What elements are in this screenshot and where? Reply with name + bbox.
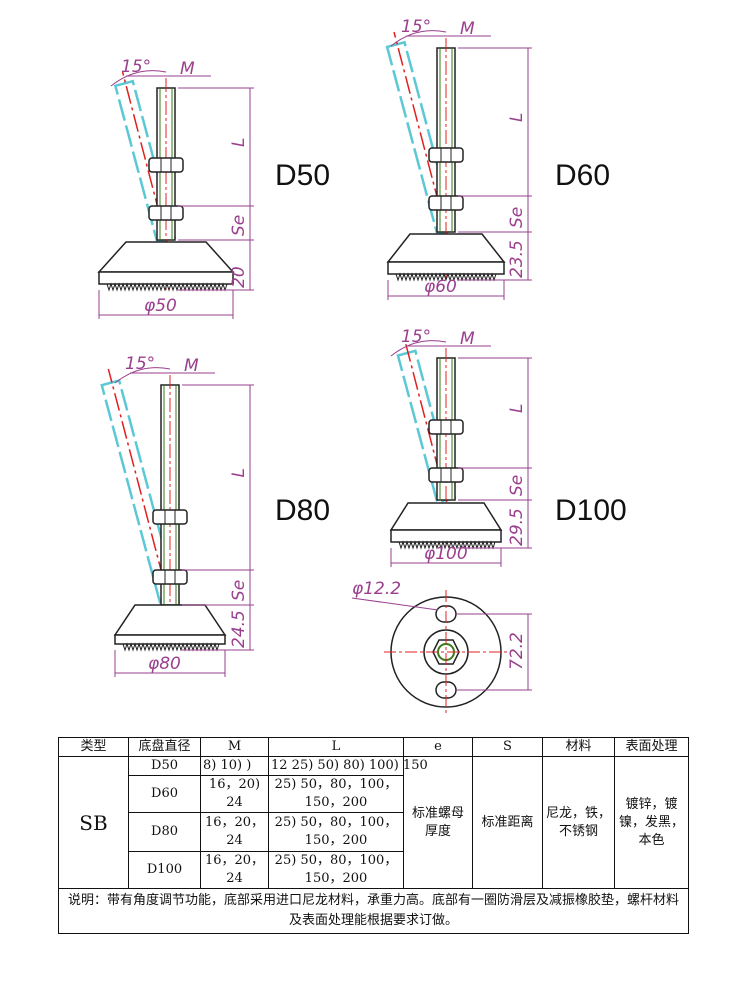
hole-diameter-label: φ12.2 bbox=[352, 579, 401, 599]
l-cell: 12 25) 50) 80) 100) 150 bbox=[268, 756, 428, 776]
m-label: M bbox=[184, 356, 199, 376]
height-label: 23.5 bbox=[507, 240, 527, 278]
l-label: L bbox=[507, 404, 527, 413]
table-row: SB D50 8) 10) ) 12 25) 50) 80) 100) 150 … bbox=[58, 756, 689, 889]
anti-slip-serration bbox=[106, 282, 228, 292]
se-label: Se bbox=[507, 207, 527, 228]
angle-label: 15° bbox=[125, 354, 155, 374]
base-pad bbox=[390, 529, 502, 543]
drawing-d50: 15° M L Se 20 φ50 D50 bbox=[97, 57, 330, 319]
base-pad bbox=[98, 271, 234, 285]
table-header-row: 类型 底盘直径 M L e S 材料 表面处理 bbox=[58, 737, 689, 757]
angle-label: 15° bbox=[401, 327, 431, 347]
technical-drawings: 15° M L Se 20 φ50 D50 15° M L Se 23.5 φ60 D60 15° M L Se 2… bbox=[97, 17, 627, 714]
header-e: e bbox=[403, 737, 473, 757]
hex-nut bbox=[428, 467, 464, 483]
drawing-d60: 15° M L Se 23.5 φ60 D60 bbox=[385, 17, 610, 300]
anti-slip-serration bbox=[395, 272, 497, 282]
header-finish: 表面处理 bbox=[614, 737, 689, 757]
base-pad bbox=[387, 261, 505, 275]
angle-arc bbox=[390, 340, 447, 357]
base-body bbox=[389, 502, 503, 531]
base-body bbox=[113, 604, 227, 636]
header-material: 材料 bbox=[542, 737, 615, 757]
table-row: D60 16，20) 24 25) 50，80，100，150，200 bbox=[59, 775, 689, 813]
se-label: Se bbox=[507, 475, 527, 496]
m-label: M bbox=[180, 59, 195, 79]
l-label: L bbox=[229, 138, 249, 147]
diameter-label: φ100 bbox=[424, 544, 468, 564]
header-m: M bbox=[200, 737, 269, 757]
dia-cell: D80 bbox=[128, 812, 201, 852]
angle-label: 15° bbox=[401, 17, 431, 37]
s-cell: 标准距离 bbox=[472, 756, 543, 889]
angle-label: 15° bbox=[121, 57, 151, 77]
anti-slip-serration bbox=[398, 540, 496, 550]
angle-arc bbox=[390, 30, 447, 47]
header-s: S bbox=[472, 737, 543, 757]
header-l: L bbox=[268, 737, 404, 757]
angle-arc bbox=[110, 70, 167, 87]
hex-nut bbox=[428, 147, 464, 163]
m-cell: 16，20，24 bbox=[200, 851, 269, 889]
drawing-d100: 15° M L Se 29.5 φ100 D100 bbox=[389, 327, 627, 567]
e-cell: 标准螺母厚度 bbox=[403, 756, 473, 889]
finish-cell: 镀锌，镀镍，发黑，本色 bbox=[614, 756, 689, 889]
m-cell: 8) 10) ) bbox=[200, 756, 269, 776]
anti-slip-serration bbox=[122, 642, 220, 652]
drawing-d80: 15° M L Se 24.5 φ80 D80 bbox=[100, 354, 330, 677]
dia-cell: D60 bbox=[128, 775, 201, 813]
note-row: 说明：带有角度调节功能，底部采用进口尼龙材料，承重力高。底部有一圈防滑层及减振橡… bbox=[58, 888, 689, 934]
dia-cell: D100 bbox=[128, 851, 201, 889]
m-cell: 16，20) 24 bbox=[200, 775, 269, 813]
hex-nut bbox=[428, 195, 464, 211]
m-cell: 16，20，24 bbox=[200, 812, 269, 852]
hex-nut bbox=[428, 419, 464, 435]
table-row: D80 16，20，24 25) 50，80，100，150，200 bbox=[59, 812, 689, 852]
base-body bbox=[97, 241, 235, 273]
se-label: Se bbox=[229, 215, 249, 236]
height-label: 20 bbox=[229, 266, 249, 288]
header-base-diameter: 底盘直径 bbox=[128, 737, 201, 757]
material-cell: 尼龙，铁，不锈钢 bbox=[542, 756, 615, 889]
diameter-label: φ50 bbox=[144, 296, 177, 316]
type-cell: SB bbox=[58, 756, 129, 889]
model-label: D50 bbox=[275, 159, 330, 192]
diameter-label: φ80 bbox=[148, 654, 181, 674]
base-body bbox=[386, 233, 506, 263]
l-label: L bbox=[229, 468, 249, 477]
table-row: D100 16，20，24 25) 50，80，100，150，200 bbox=[59, 851, 689, 889]
hex-nut bbox=[152, 509, 188, 525]
dia-cell: D50 bbox=[128, 756, 201, 776]
hex-nut bbox=[148, 157, 184, 173]
angle-arc bbox=[114, 367, 171, 384]
model-label: D100 bbox=[555, 494, 627, 527]
hole-pitch-label: 72.2 bbox=[507, 632, 527, 670]
hex-nut bbox=[148, 205, 184, 221]
base-pad bbox=[114, 634, 226, 645]
hex-nut bbox=[152, 569, 188, 585]
height-label: 29.5 bbox=[507, 508, 527, 546]
se-label: Se bbox=[229, 580, 249, 601]
l-cell: 25) 50，80，100，150，200 bbox=[268, 851, 404, 889]
l-label: L bbox=[507, 113, 527, 122]
diameter-label: φ60 bbox=[424, 277, 457, 297]
note-text: 说明：带有角度调节功能，底部采用进口尼龙材料，承重力高。底部有一圈防滑层及减振橡… bbox=[58, 888, 689, 934]
m-label: M bbox=[460, 329, 475, 349]
header-type: 类型 bbox=[58, 737, 129, 757]
leader-line bbox=[351, 597, 439, 611]
spec-table: 类型 底盘直径 M L e S 材料 表面处理 SB D50 8) 10) ) … bbox=[58, 737, 689, 934]
model-label: D60 bbox=[555, 159, 610, 192]
height-label: 24.5 bbox=[229, 610, 249, 648]
l-cell: 25) 50，80，100，150，200 bbox=[268, 775, 404, 813]
d100-top-view: φ12.2 72.2 bbox=[351, 579, 532, 714]
m-label: M bbox=[460, 19, 475, 39]
model-label: D80 bbox=[275, 494, 330, 527]
l-cell: 25) 50，80，100，150，200 bbox=[268, 812, 404, 852]
